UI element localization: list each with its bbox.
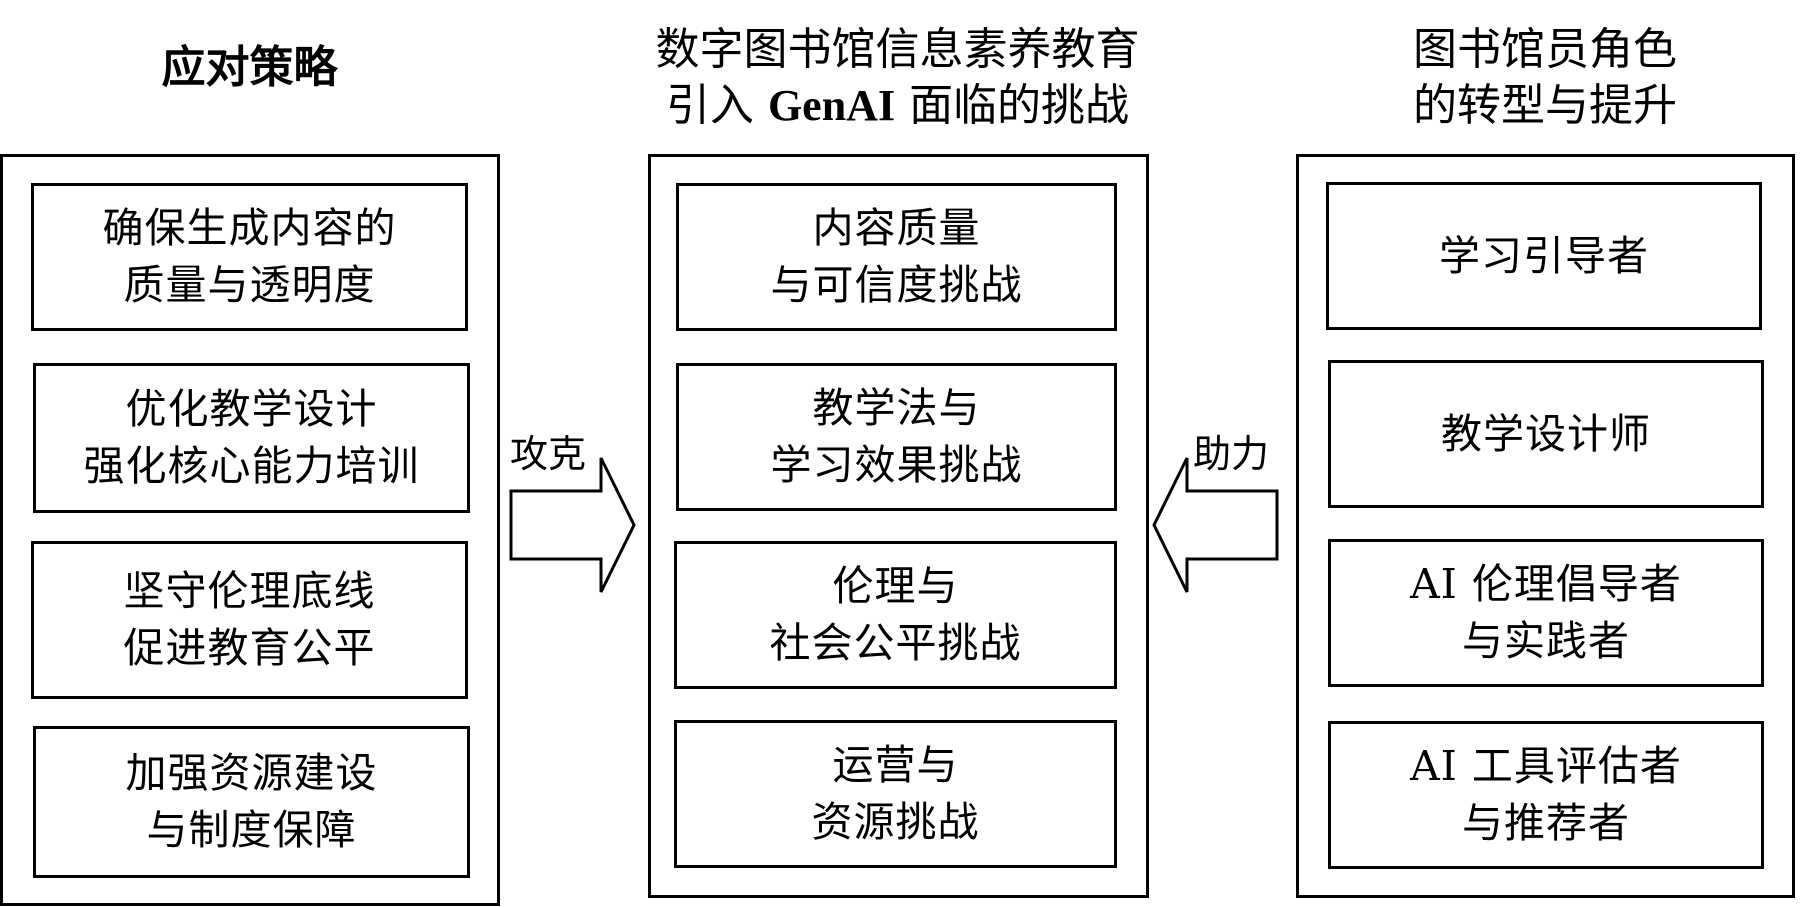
challenge-box-4: 运营与 资源挑战 [674, 720, 1117, 868]
challenge-4-line2: 资源挑战 [811, 798, 980, 846]
role-box-3: AI 伦理倡导者 与实践者 [1328, 539, 1764, 687]
role-3-line1: AI 伦理倡导者 [1410, 560, 1682, 608]
strategy-1-line1: 确保生成内容的 [102, 204, 397, 252]
overcome-label: 攻克 [510, 432, 587, 476]
role-box-1: 学习引导者 [1326, 182, 1762, 330]
strategy-box-3: 坚守伦理底线 促进教育公平 [31, 541, 468, 699]
strategy-box-1: 确保生成内容的 质量与透明度 [31, 183, 468, 331]
role-1-line1: 学习引导者 [1439, 231, 1649, 280]
challenge-3-line1: 伦理与 [832, 562, 959, 610]
role-4-line1: AI 工具评估者 [1410, 742, 1682, 790]
roles-title: 图书馆员角色 的转型与提升 [1296, 22, 1794, 134]
challenges-title: 数字图书馆信息素养教育 引入 GenAI 面临的挑战 [640, 22, 1155, 134]
challenge-1-line2: 与可信度挑战 [770, 261, 1023, 309]
strategies-title: 应对策略 [161, 42, 338, 93]
role-box-2: 教学设计师 [1328, 360, 1764, 508]
role-3-line2: 与实践者 [1462, 617, 1630, 665]
role-box-4: AI 工具评估者 与推荐者 [1328, 721, 1764, 869]
challenges-title-line1: 数字图书馆信息素养教育 [655, 24, 1140, 75]
challenge-3-line2: 社会公平挑战 [769, 619, 1022, 667]
strategy-box-4: 加强资源建设 与制度保障 [33, 726, 470, 878]
left-arrow-icon [1152, 457, 1279, 593]
strategy-4-line2: 与制度保障 [146, 806, 357, 854]
challenge-box-3: 伦理与 社会公平挑战 [674, 541, 1117, 689]
challenge-2-line1: 教学法与 [812, 384, 981, 432]
challenges-title-line2: 引入 GenAI 面临的挑战 [640, 78, 1155, 134]
strategy-2-line2: 强化核心能力培训 [83, 442, 420, 490]
assist-label: 助力 [1193, 432, 1270, 476]
right-arrow-icon [509, 457, 636, 593]
role-2-line1: 教学设计师 [1441, 409, 1651, 458]
strategy-box-2: 优化教学设计 强化核心能力培训 [33, 363, 470, 513]
roles-title-line1: 图书馆员角色 [1413, 24, 1677, 75]
role-4-line2: 与推荐者 [1462, 799, 1630, 847]
challenges-title-suffix: 面临的挑战 [909, 80, 1130, 131]
challenge-1-line1: 内容质量 [812, 204, 981, 252]
challenge-2-line2: 学习效果挑战 [770, 441, 1023, 489]
strategy-2-line1: 优化教学设计 [125, 385, 378, 433]
challenges-title-term: GenAI [767, 81, 896, 130]
roles-title-line2: 的转型与提升 [1413, 80, 1677, 131]
strategy-1-line2: 质量与透明度 [123, 261, 376, 309]
strategy-3-line1: 坚守伦理底线 [123, 567, 376, 615]
challenges-title-prefix: 引入 [665, 80, 754, 131]
challenge-box-2: 教学法与 学习效果挑战 [676, 363, 1117, 511]
challenge-box-1: 内容质量 与可信度挑战 [676, 183, 1117, 331]
challenge-4-line1: 运营与 [832, 741, 959, 789]
strategy-4-line1: 加强资源建设 [125, 749, 378, 797]
strategy-3-line2: 促进教育公平 [123, 624, 376, 672]
